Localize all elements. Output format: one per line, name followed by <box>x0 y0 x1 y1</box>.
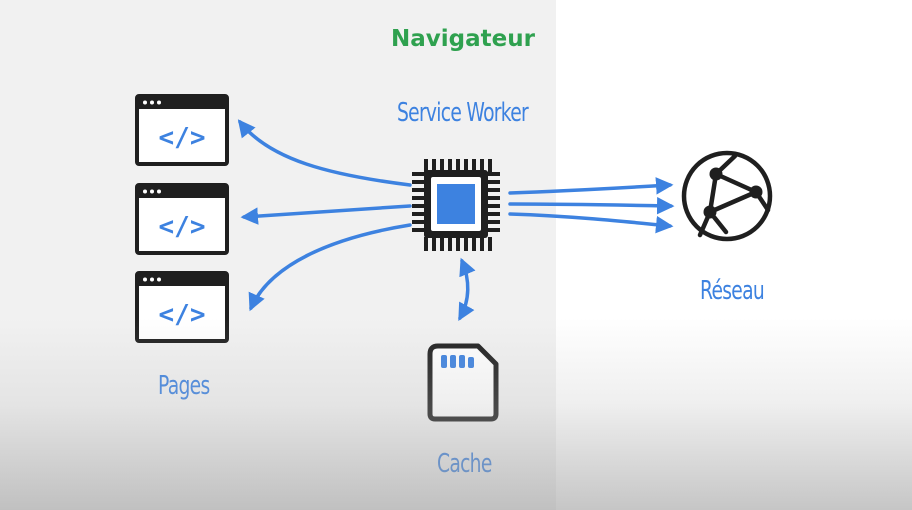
sd-card-icon <box>427 343 499 422</box>
page-window-3-icon: </> <box>135 271 229 343</box>
page-window-1-icon: </> <box>135 94 229 166</box>
page-code-symbol: </> <box>159 212 206 242</box>
page-code-symbol: </> <box>159 300 206 330</box>
page-code-symbol: </> <box>159 123 206 153</box>
cpu-chip-icon <box>412 159 500 251</box>
cache-label: Cache <box>437 449 492 479</box>
arrow-to-network-3 <box>508 212 674 234</box>
arrow-worker-cache <box>458 257 476 322</box>
arrow-to-page-1 <box>237 119 412 187</box>
browser-title: Navigateur <box>391 26 535 52</box>
arrow-to-page-2 <box>240 204 412 225</box>
network-globe-icon <box>681 150 773 242</box>
arrow-to-page-3 <box>248 223 412 312</box>
arrow-to-network-2 <box>508 196 675 215</box>
arrow-to-network-1 <box>508 177 674 195</box>
pages-label: Pages <box>158 371 210 401</box>
service-worker-label: Service Worker <box>397 98 529 128</box>
network-label: Réseau <box>700 276 765 306</box>
page-window-2-icon: </> <box>135 183 229 255</box>
